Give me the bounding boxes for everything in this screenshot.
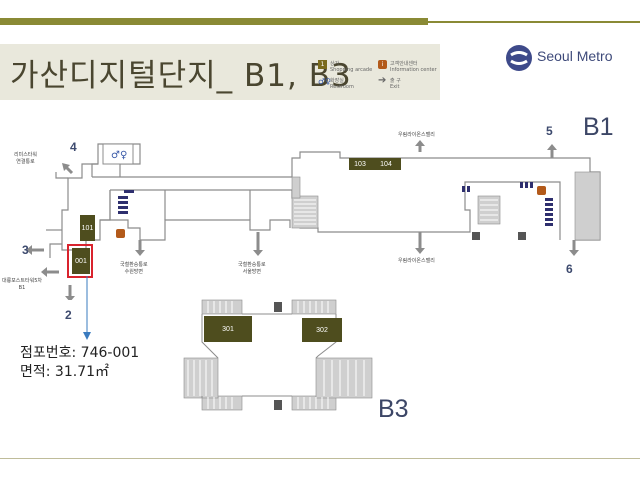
store-info: 점포번호: 746-001 면적: 31.71㎡ <box>20 344 139 382</box>
shop-101: 101 <box>80 215 95 241</box>
shop-301: 301 <box>204 316 252 342</box>
floor-label-b1: B1 <box>583 113 614 141</box>
label-lima-tower-passage: 리미스타워 연결통로 <box>14 152 38 165</box>
page-title: 가산디지털단지_ B1, B3 <box>10 58 352 94</box>
shop-001-highlight <box>67 244 93 278</box>
shop-302: 302 <box>302 318 342 342</box>
exit-number-3: 3 <box>22 243 29 257</box>
b1-floor-plan: ♂♀ <box>26 140 601 300</box>
shop-103: 103 <box>349 158 371 170</box>
label-woolim-lions-valley: 우림라이온스밸리 <box>398 258 435 264</box>
info-icon: i <box>378 60 387 69</box>
shop-104: 104 <box>371 158 401 170</box>
footer-line <box>0 458 640 459</box>
label-woolim-lions-top: 우림라이온스밸리 <box>398 132 435 138</box>
restroom-icon: ♂♀ <box>318 77 332 86</box>
shop-001: 001 <box>72 248 90 274</box>
callout-arrow <box>83 276 91 340</box>
label-transfer-seoul: 국철환승통로 서울방면 <box>238 262 266 275</box>
label-daerung-post-tower: 대륭포스트타워5차 B1 <box>2 278 42 291</box>
store-area: 면적: 31.71㎡ <box>20 364 110 380</box>
exit-number-6: 6 <box>566 262 573 276</box>
shop-icon: 1 <box>318 60 327 69</box>
store-number: 점포번호: 746-001 <box>20 345 140 361</box>
svg-text:♂♀: ♂♀ <box>111 150 127 161</box>
exit-number-2: 2 <box>65 308 72 322</box>
b3-floor-plan <box>183 299 373 411</box>
label-transfer-suwon: 국철환승통로 수원방면 <box>120 262 148 275</box>
exit-number-4: 4 <box>70 140 77 154</box>
title-banner <box>0 44 440 100</box>
header-accent-bar <box>0 18 428 25</box>
header-accent-line <box>428 21 640 23</box>
exit-arrow-icon: ➔ <box>378 75 387 86</box>
floor-label-b3: B3 <box>378 395 409 423</box>
exit-number-5: 5 <box>546 124 553 138</box>
logo-text: Seoul Metro <box>537 48 613 64</box>
seoul-metro-logo-icon <box>506 45 532 71</box>
